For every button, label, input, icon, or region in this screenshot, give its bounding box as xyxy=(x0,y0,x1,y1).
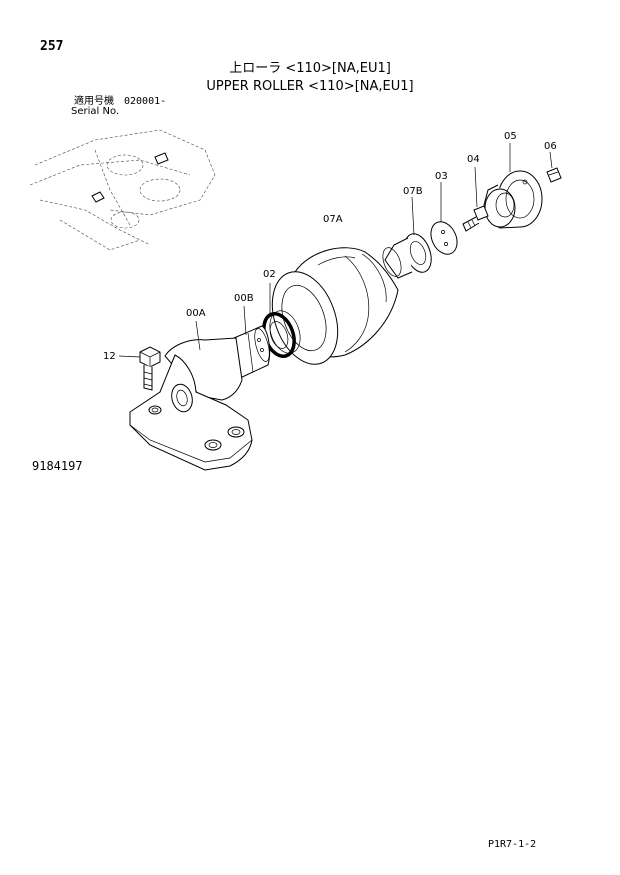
page-title-english: UPPER ROLLER <110>[NA,EU1] xyxy=(206,79,414,94)
serial-range: 020001- xyxy=(124,96,167,107)
part-label: 12 xyxy=(103,351,116,362)
shaft xyxy=(382,233,432,279)
bracket xyxy=(129,337,253,471)
serial-label-japanese: 適用号機 xyxy=(74,96,114,107)
drawing-number: 9184197 xyxy=(32,459,83,473)
bolt-small xyxy=(462,205,489,232)
locator-sketch xyxy=(29,129,216,251)
cover xyxy=(483,170,543,229)
roller xyxy=(271,247,399,365)
part-label: 07A xyxy=(323,214,343,225)
part-label: 05 xyxy=(504,131,517,142)
plug xyxy=(546,167,562,183)
thrust-plate xyxy=(430,221,458,255)
axle xyxy=(233,325,271,379)
serial-label-english: Serial No. xyxy=(71,106,120,117)
bolt-mounting xyxy=(139,346,161,391)
page-title-japanese: 上ローラ <110>[NA,EU1] xyxy=(229,61,391,76)
part-label: 02 xyxy=(263,269,276,280)
page-number: 257 xyxy=(40,39,64,54)
part-label: 00B xyxy=(234,293,254,304)
part-label: 07B xyxy=(403,186,423,197)
page-code: P1R7-1-2 xyxy=(488,839,537,850)
leader-lines xyxy=(118,143,553,358)
part-label: 04 xyxy=(467,154,480,165)
part-label: 03 xyxy=(435,171,448,182)
part-label: 06 xyxy=(544,141,557,152)
part-label: 00A xyxy=(186,308,206,319)
